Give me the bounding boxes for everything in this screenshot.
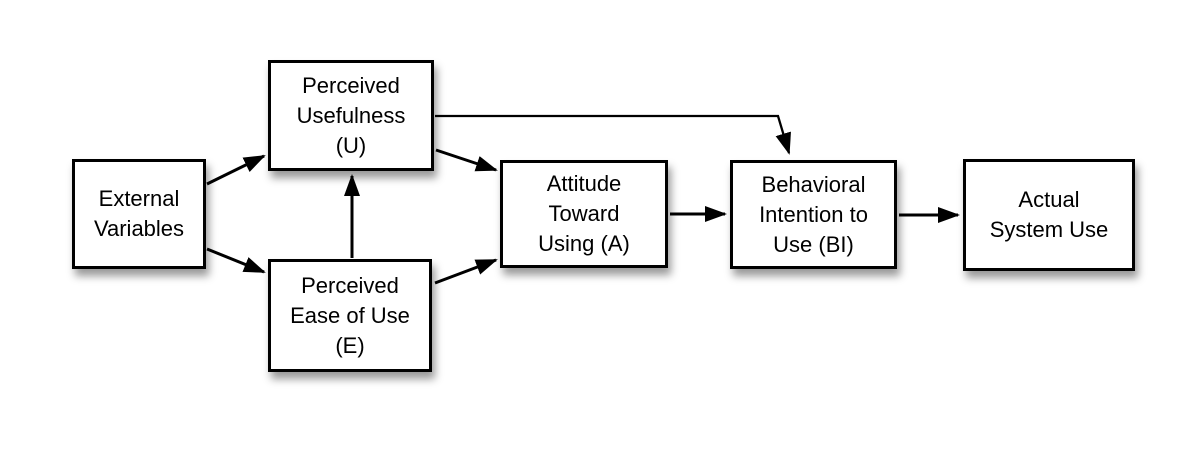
- node-actual-system-use: Actual System Use: [963, 159, 1135, 271]
- node-behavioral-intention-to-use: Behavioral Intention to Use (BI): [730, 160, 897, 269]
- node-actual-system-use-label: Actual System Use: [989, 187, 1109, 242]
- arrow-ease-of-use-to-attitude: [434, 258, 498, 285]
- node-attitude-toward-using-label: Attitude Toward Using (A): [538, 171, 630, 256]
- node-behavioral-intention-to-use-label: Behavioral Intention to Use (BI): [759, 171, 868, 257]
- arrow-external-to-ease-of-use: [206, 247, 266, 274]
- arrow-external-to-usefulness: [206, 154, 266, 186]
- node-external-variables: External Variables: [72, 159, 206, 269]
- node-perceived-ease-of-use: Perceived Ease of Use (E): [268, 259, 432, 372]
- arrow-usefulness-to-attitude: [435, 148, 498, 172]
- node-perceived-usefulness-label: Perceived Usefulness (U): [296, 72, 406, 158]
- arrow-usefulness-to-behavioral-intention: [435, 114, 791, 155]
- node-external-variables-label: External Variables: [93, 186, 185, 241]
- node-perceived-ease-of-use-label: Perceived Ease of Use (E): [290, 272, 410, 358]
- node-perceived-usefulness: Perceived Usefulness (U): [268, 60, 434, 171]
- node-attitude-toward-using: Attitude Toward Using (A): [500, 160, 668, 268]
